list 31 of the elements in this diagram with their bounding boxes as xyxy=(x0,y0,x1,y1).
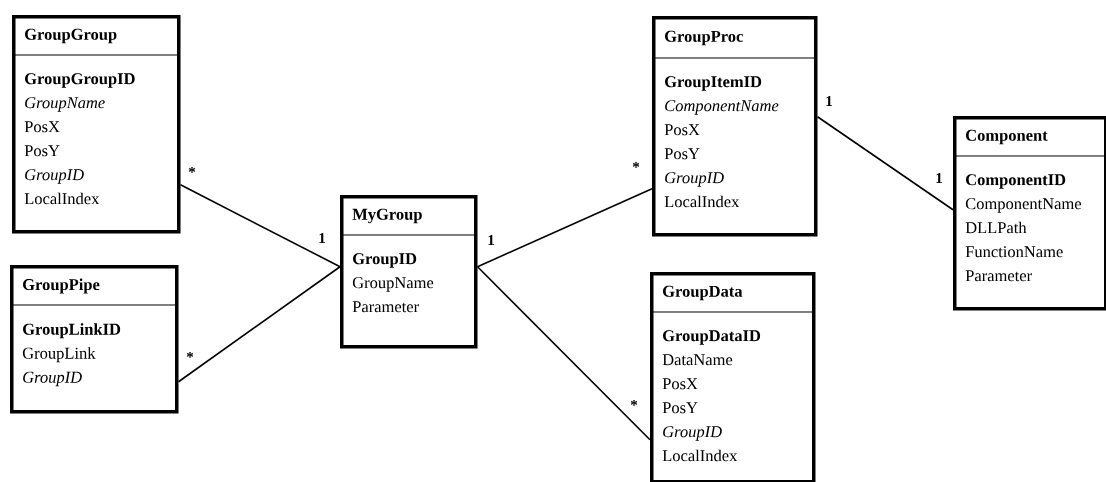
multiplicity-label: * xyxy=(632,162,640,168)
connector-line xyxy=(816,115,954,211)
attribute-list: GroupItemID ComponentName PosX PosY GroupID LocalIndex xyxy=(664,76,779,208)
class-name: GroupData xyxy=(663,285,743,301)
class-box xyxy=(651,16,818,237)
class-box xyxy=(952,116,1106,311)
multiplicity-label: * xyxy=(188,167,196,173)
connector-line xyxy=(177,265,341,383)
class-name: GroupPipe xyxy=(23,278,100,294)
attribute-list: ComponentID ComponentName DLLPath FunctionName Parameter xyxy=(965,174,1081,282)
class-box xyxy=(11,15,181,234)
class-box xyxy=(9,265,179,414)
connector-line xyxy=(476,187,653,268)
class-name: Component xyxy=(966,129,1048,145)
connector-line xyxy=(476,265,651,441)
multiplicity-label: * xyxy=(186,352,194,358)
attribute-list: GroupGroupID GroupName PosX PosY GroupID LocalIndex xyxy=(24,73,135,205)
attribute-list: GroupDataID DataName PosX PosY GroupID LocalIndex xyxy=(662,330,761,462)
attribute-list: GroupLinkID GroupLink GroupID xyxy=(22,323,121,387)
attribute-list: GroupID GroupName Parameter xyxy=(352,253,434,313)
connector-line xyxy=(179,183,341,268)
multiplicity-label: 1 xyxy=(826,96,832,106)
class-box xyxy=(339,195,478,349)
multiplicity-label: 1 xyxy=(936,173,942,183)
multiplicity-label: * xyxy=(630,400,638,406)
class-name: GroupGroup xyxy=(25,28,117,44)
class-name: MyGroup xyxy=(352,208,422,224)
class-box xyxy=(649,272,816,482)
multiplicity-label: 1 xyxy=(488,235,494,245)
multiplicity-label: 1 xyxy=(319,233,325,243)
class-name: GroupProc xyxy=(665,30,743,46)
